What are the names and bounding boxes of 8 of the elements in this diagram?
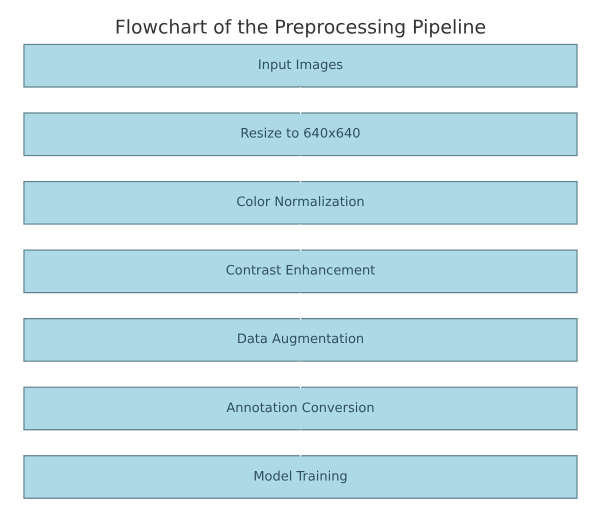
- node-box: Contrast Enhancement: [23, 249, 578, 293]
- node-box: Input Images: [23, 43, 578, 88]
- diagram-title: Flowchart of the Preprocessing Pipeline: [114, 16, 486, 38]
- node-box: Annotation Conversion: [23, 386, 578, 430]
- node-box: Model Training: [23, 454, 578, 498]
- node-box: Color Normalization: [23, 180, 578, 224]
- node-box: Data Augmentation: [23, 318, 578, 362]
- node-box: Resize to 640x640: [23, 112, 578, 156]
